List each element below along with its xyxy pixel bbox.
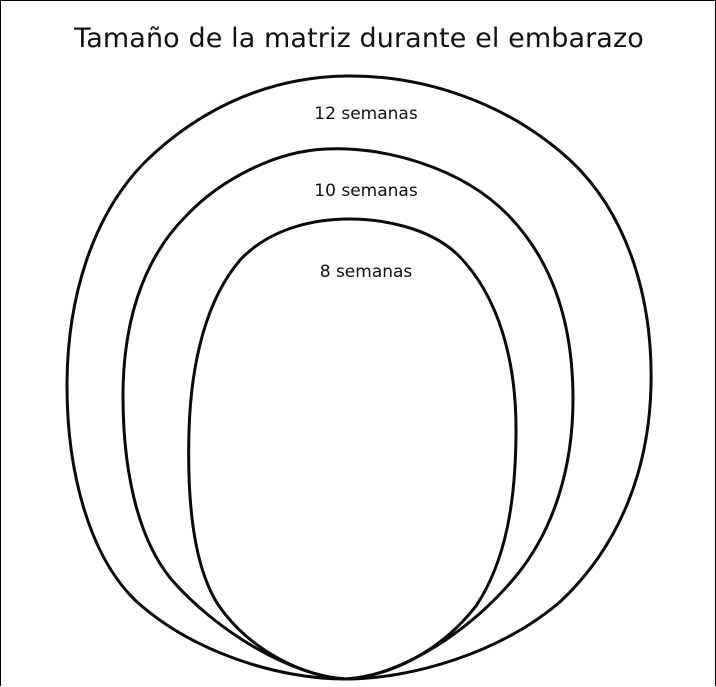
label-12-weeks: 12 semanas	[314, 104, 418, 124]
diagram-title: Tamaño de la matriz durante el embarazo	[74, 23, 644, 54]
outline-8-weeks	[187, 217, 518, 681]
outline-12-weeks	[65, 74, 653, 681]
label-8-weeks: 8 semanas	[320, 262, 413, 282]
label-10-weeks: 10 semanas	[314, 181, 418, 201]
